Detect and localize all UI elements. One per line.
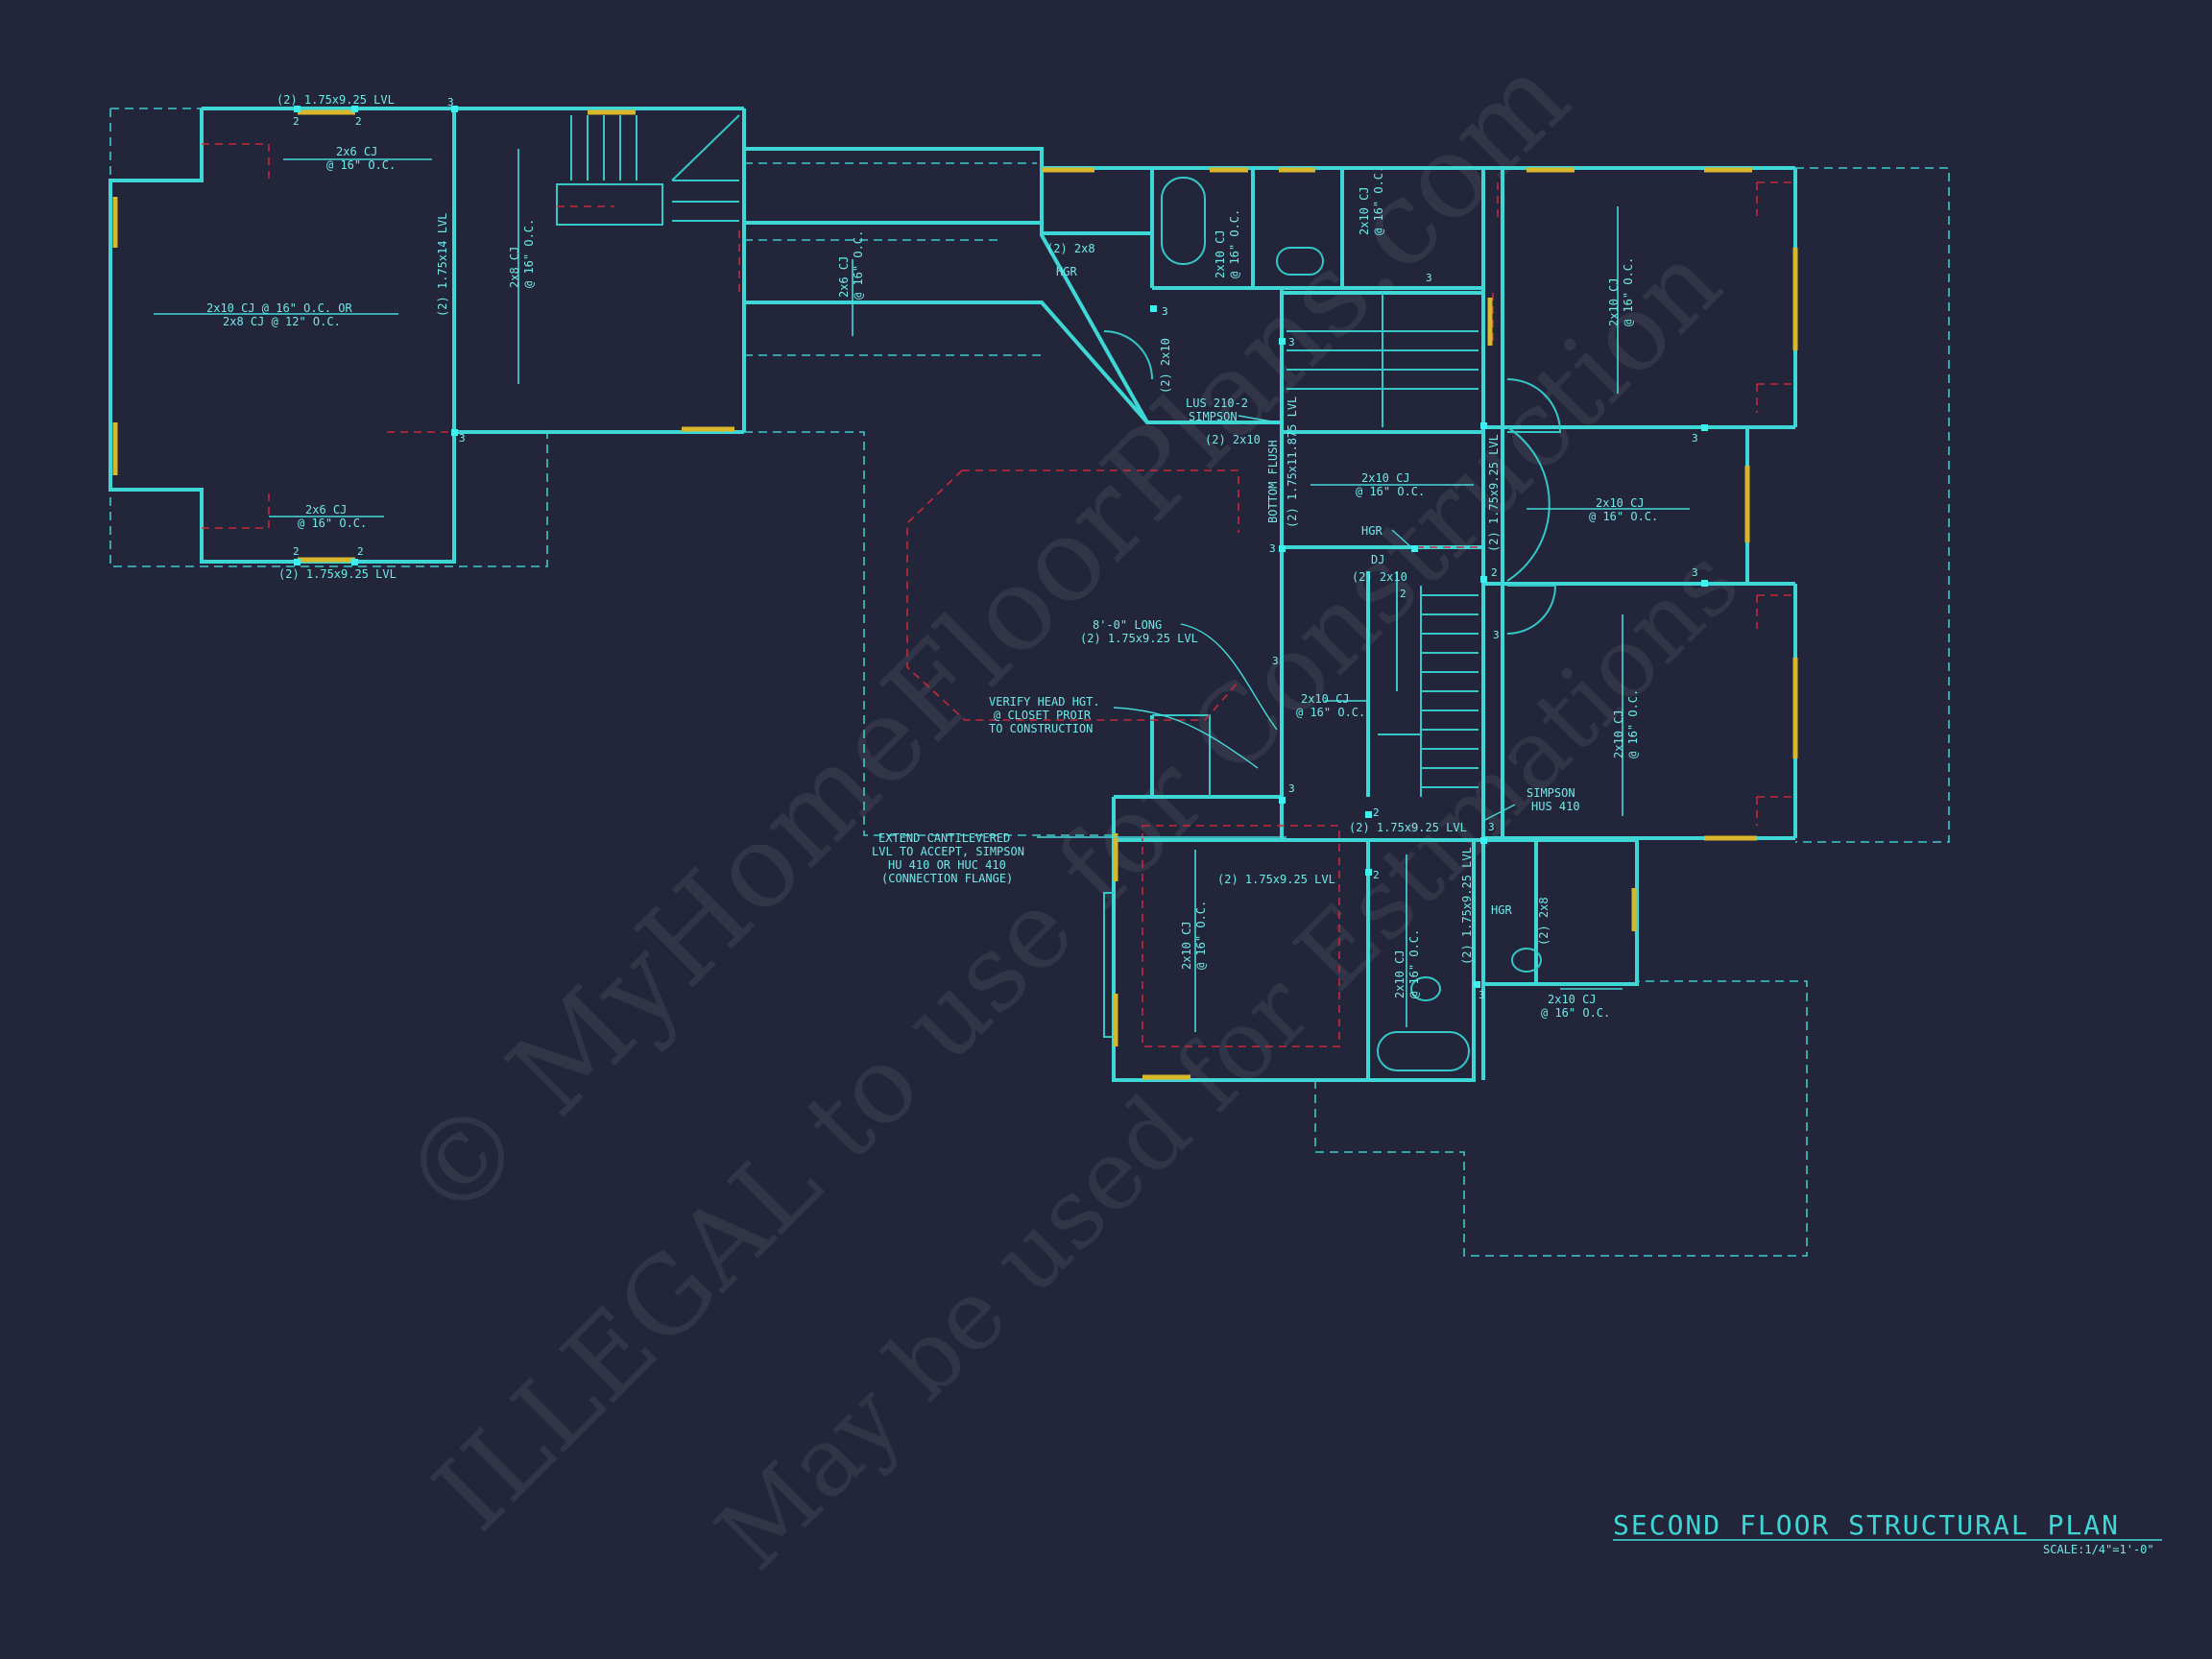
label-cj-2x10-vert-a: 2x10 CJ bbox=[1214, 229, 1227, 278]
label-cj-main-2: 2x8 CJ @ 12" O.C. bbox=[223, 315, 341, 328]
node-number: 2 bbox=[1373, 806, 1380, 819]
node-number: 2 bbox=[357, 545, 364, 558]
node-number: 3 bbox=[1692, 566, 1698, 579]
node-number: 3 bbox=[1269, 542, 1276, 555]
label-cj-2x10-br-a: 2x10 CJ bbox=[1612, 709, 1625, 758]
node-number: 2 bbox=[1491, 566, 1498, 579]
label-hgr-3: HGR bbox=[1491, 903, 1512, 917]
node-number: 3 bbox=[1479, 989, 1485, 1001]
label-verify-3: TO CONSTRUCTION bbox=[989, 722, 1093, 735]
label-simpson-hus-1: SIMPSON bbox=[1527, 786, 1575, 800]
label-cj-2x10-hall-spacing: @ 16" O.C. bbox=[1356, 485, 1425, 498]
label-cj-2x10-lower-spacing: @ 16" O.C. bbox=[1194, 901, 1208, 970]
label-cj-2x10-vert-a-spacing: @ 16" O.C. bbox=[1228, 209, 1241, 278]
label-lvl-small: (2) 1.75x9.25 LVL bbox=[1460, 847, 1474, 965]
label-lvl-vertical-3: (2) 1.75x9.25 LVL bbox=[1487, 434, 1501, 552]
label-cj-2x6-mid-spacing: @ 16" O.C. bbox=[852, 230, 865, 300]
label-cj-2x10-stair: 2x10 CJ bbox=[1301, 692, 1350, 706]
label-lvl-lower: (2) 1.75x9.25 LVL bbox=[1217, 873, 1335, 886]
node-number: 3 bbox=[1488, 821, 1495, 833]
label-lvl-bath: (2) 1.75x9.25 LVL bbox=[1349, 821, 1467, 834]
label-verify-2: @ CLOSET PROIR bbox=[994, 709, 1092, 722]
node-number: 3 bbox=[459, 432, 466, 445]
label-cj-2x10-stair-spacing: @ 16" O.C. bbox=[1296, 706, 1365, 719]
connection-nodes bbox=[294, 106, 1708, 988]
label-simpson-hus-2: HUS 410 bbox=[1531, 800, 1580, 813]
label-cj-bottom-spacing: @ 16" O.C. bbox=[298, 517, 367, 530]
label-cj-2x8-spacing: @ 16" O.C. bbox=[522, 219, 536, 288]
label-two-2x8-b: (2) 2x8 bbox=[1537, 897, 1551, 946]
label-cj-2x10-bath-spacing: @ 16" O.C. bbox=[1407, 929, 1421, 998]
node-number: 2 bbox=[355, 115, 362, 128]
label-cj-2x10-right: 2x10 CJ bbox=[1596, 496, 1645, 510]
label-hgr-1: HGR bbox=[1056, 265, 1077, 278]
span-arrows bbox=[154, 149, 1690, 1032]
hidden-beams bbox=[906, 181, 1795, 826]
node-number: 3 bbox=[1272, 655, 1279, 667]
left-wing bbox=[108, 107, 746, 567]
label-cj-main-1: 2x10 CJ @ 16" O.C. OR bbox=[206, 301, 352, 315]
label-extend-2: LVL TO ACCEPT, SIMPSON bbox=[872, 845, 1024, 858]
label-extend-3: HU 410 OR HUC 410 bbox=[888, 858, 1006, 872]
label-cj-top: 2x6 CJ bbox=[336, 145, 377, 158]
node-number: 3 bbox=[1288, 336, 1295, 349]
label-verify-1: VERIFY HEAD HGT. bbox=[989, 695, 1100, 709]
label-extend-1: EXTEND CANTILEVERED bbox=[878, 831, 1010, 845]
node-number: 3 bbox=[1288, 782, 1295, 795]
node-number: 2 bbox=[1400, 588, 1407, 600]
label-cj-bottom: 2x6 CJ bbox=[305, 503, 347, 517]
node-number: 2 bbox=[1373, 869, 1380, 881]
label-two-2x10-b: (2) 2x10 bbox=[1205, 433, 1261, 446]
label-two-2x8: (2) 2x8 bbox=[1046, 242, 1095, 255]
windows bbox=[1042, 167, 1798, 1080]
label-hgr-2: HGR bbox=[1361, 524, 1382, 538]
node-number: 3 bbox=[1493, 629, 1500, 641]
label-cj-2x10-hall: 2x10 CJ bbox=[1361, 471, 1410, 485]
plan-title: SECOND FLOOR STRUCTURAL PLAN bbox=[1613, 1509, 2120, 1541]
label-cj-2x10-lower: 2x10 CJ bbox=[1180, 921, 1193, 970]
label-lvl-vertical-2: (2) 1.75x11.875 LVL bbox=[1286, 397, 1299, 528]
node-number: 3 bbox=[1162, 305, 1168, 318]
label-lus-1: LUS 210-2 bbox=[1186, 397, 1248, 410]
watermark-line-2: ILLEGAL to use for Construction bbox=[411, 221, 1744, 1554]
lower-wing bbox=[1103, 714, 1808, 1257]
label-long-2: (2) 1.75x9.25 LVL bbox=[1080, 632, 1198, 645]
label-cj-2x10-closet-spacing: @ 16" O.C. bbox=[1541, 1006, 1610, 1020]
label-cj-2x10-vert-c: 2x10 CJ bbox=[1607, 277, 1621, 326]
node-number: 3 bbox=[447, 96, 454, 108]
label-bottom-flush: BOTTOM FLUSH bbox=[1266, 440, 1280, 523]
label-cj-2x10-vert-b-spacing: @ 16" O.C. bbox=[1372, 166, 1385, 235]
label-cj-2x10-right-spacing: @ 16" O.C. bbox=[1589, 510, 1658, 523]
label-cj-2x8: 2x8 CJ bbox=[508, 247, 521, 288]
leaders bbox=[1037, 415, 1516, 838]
stair-center bbox=[1286, 293, 1479, 797]
node-number: 2 bbox=[293, 545, 300, 558]
label-cj-2x6-mid: 2x6 CJ bbox=[837, 256, 851, 298]
label-lvl-bottom: (2) 1.75x9.25 LVL bbox=[278, 567, 397, 581]
node-number: 2 bbox=[293, 115, 300, 128]
label-two-2x10-a: (2) 2x10 bbox=[1159, 338, 1172, 394]
label-lvl-top: (2) 1.75x9.25 LVL bbox=[276, 93, 395, 107]
node-number: 3 bbox=[1426, 272, 1432, 284]
label-long-1: 8'-0" LONG bbox=[1093, 618, 1162, 632]
label-cj-2x10-bath: 2x10 CJ bbox=[1393, 950, 1407, 998]
label-cj-top-spacing: @ 16" O.C. bbox=[326, 158, 396, 172]
label-lus-2: SIMPSON bbox=[1189, 410, 1238, 423]
label-cj-2x10-vert-c-spacing: @ 16" O.C. bbox=[1622, 257, 1635, 326]
label-lvl-vertical-1: (2) 1.75x14 LVL bbox=[436, 213, 449, 317]
label-two-2x10-c: (2) 2x10 bbox=[1352, 570, 1407, 584]
label-extend-4: (CONNECTION FLANGE) bbox=[881, 872, 1013, 885]
plan-scale: SCALE:1/4"=1'-0" bbox=[2043, 1543, 2154, 1556]
annotations: (2) 1.75x9.25 LVL 2x6 CJ @ 16" O.C. 2x10… bbox=[206, 93, 1698, 1020]
label-dj: DJ bbox=[1371, 553, 1384, 566]
title-block: SECOND FLOOR STRUCTURAL PLAN SCALE:1/4"=… bbox=[1613, 1509, 2162, 1556]
label-cj-2x10-br-a-spacing: @ 16" O.C. bbox=[1626, 689, 1640, 758]
label-cj-2x10-vert-b: 2x10 CJ bbox=[1358, 186, 1371, 235]
stair-top-left bbox=[570, 114, 740, 222]
label-cj-2x10-closet: 2x10 CJ bbox=[1548, 993, 1597, 1006]
node-number: 3 bbox=[1692, 432, 1698, 445]
